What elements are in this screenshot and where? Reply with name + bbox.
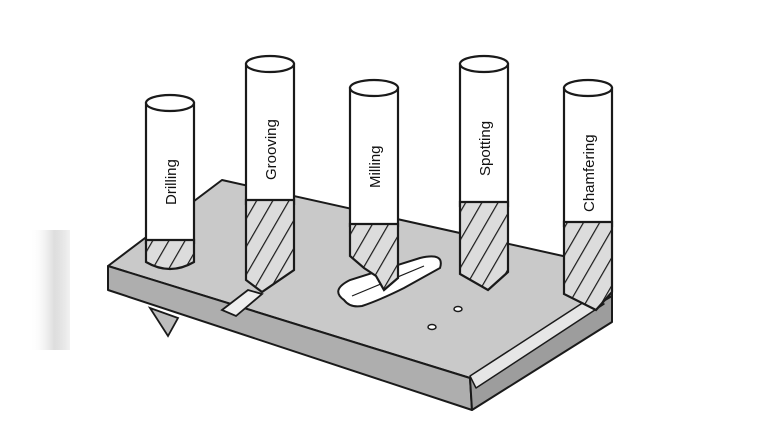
left-edge-shadow xyxy=(30,230,70,350)
tool-spotting: Spotting xyxy=(460,56,508,290)
spot-hole-1 xyxy=(454,307,462,312)
tool-label-chamfering: Chamfering xyxy=(581,134,598,212)
spot-hole-2 xyxy=(428,325,436,330)
tool-grooving: Grooving xyxy=(246,56,294,292)
tool-label-grooving: Grooving xyxy=(263,119,280,180)
tool-label-spotting: Spotting xyxy=(477,121,494,176)
tool-milling: Milling xyxy=(350,80,398,290)
tool-label-drilling: Drilling xyxy=(163,159,180,205)
tool-drilling: Drilling xyxy=(146,95,194,269)
tool-chamfering: Chamfering xyxy=(564,80,612,310)
tool-label-milling: Milling xyxy=(367,145,384,188)
